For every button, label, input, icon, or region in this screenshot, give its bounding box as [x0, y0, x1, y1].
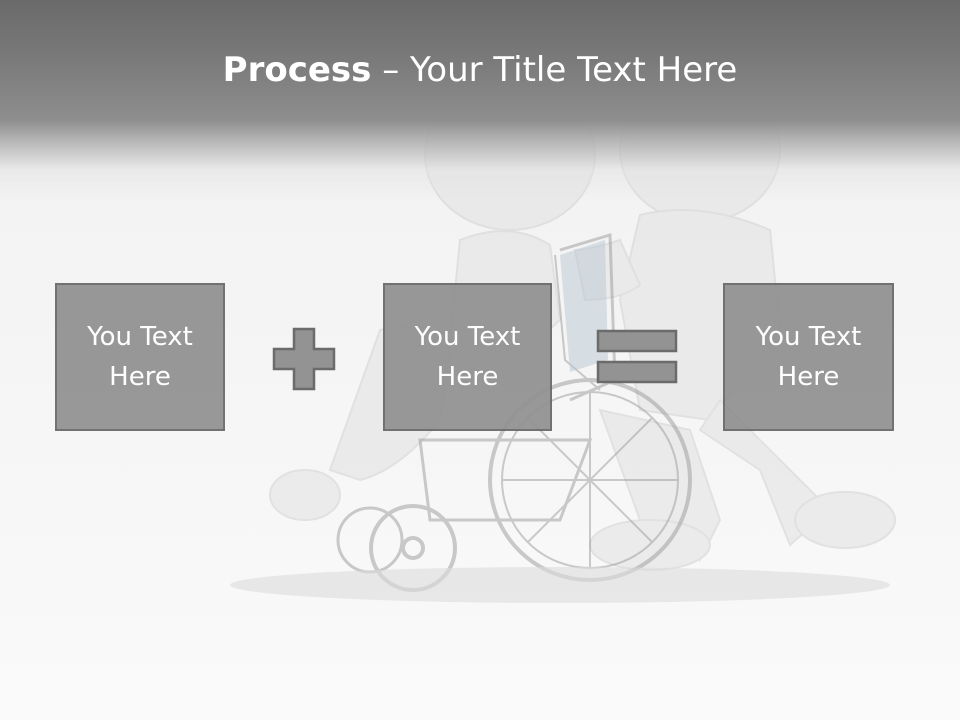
slide-title: Process – Your Title Text Here [0, 50, 960, 90]
title-separator: – [371, 50, 411, 90]
process-box-1[interactable]: You Text Here [55, 283, 225, 431]
title-rest: Your Title Text Here [410, 50, 738, 90]
process-box-2-text: You Text Here [414, 322, 521, 392]
process-box-1-text: You Text Here [87, 322, 193, 392]
equals-icon [596, 329, 678, 384]
plus-icon [272, 327, 336, 391]
process-box-3-text: You Text Here [755, 322, 862, 392]
process-box-2[interactable]: You Text Here [383, 283, 552, 431]
title-bold: Process [222, 50, 372, 90]
process-box-3[interactable]: You Text Here [723, 283, 894, 431]
header-band [0, 0, 960, 200]
